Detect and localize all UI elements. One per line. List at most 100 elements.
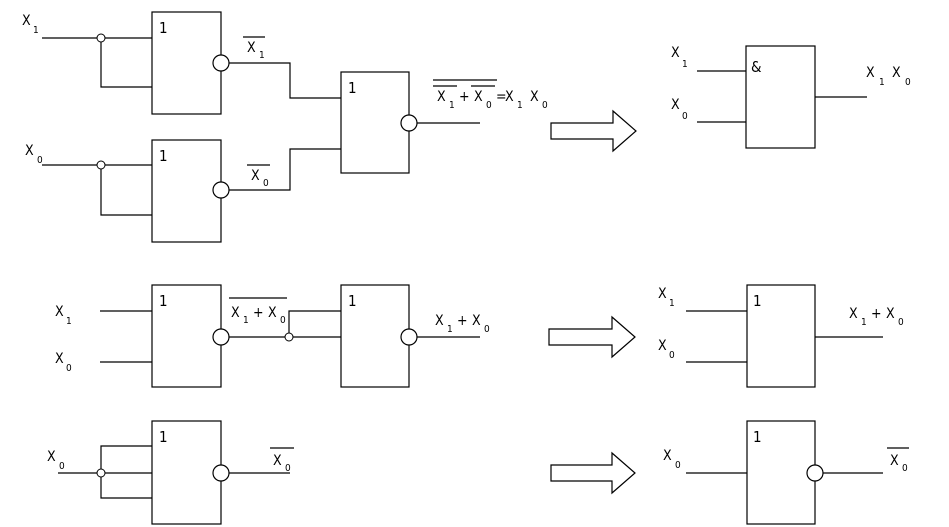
svg-text:X: X — [22, 13, 31, 29]
nor-gate-3: 1 — [340, 71, 418, 174]
equivalence-arrow-1 — [550, 109, 637, 153]
inversion-bubble — [212, 328, 230, 346]
svg-text:+: + — [457, 313, 468, 329]
junction-nor-output — [284, 332, 294, 342]
label-not-x1: X 1 — [243, 36, 265, 61]
inversion-bubble — [400, 114, 418, 132]
svg-text:0: 0 — [280, 315, 286, 326]
svg-text:1: 1 — [753, 428, 762, 446]
input-label-x1: X 1 — [22, 13, 39, 36]
svg-text:X: X — [671, 45, 680, 61]
nor-gate-5: 1 — [340, 284, 418, 388]
svg-text:X: X — [658, 338, 667, 354]
inversion-bubble — [212, 181, 230, 199]
svg-text:X: X — [55, 351, 64, 367]
output-expression-and: X 1 + X 0 = X 1 X 0 — [433, 79, 548, 111]
svg-text:+: + — [253, 305, 264, 321]
svg-text:X: X — [886, 306, 895, 322]
nor-gate-1: 1 — [151, 11, 230, 115]
section-or-right: X 1 X 0 1 X 1 + X 0 — [658, 284, 904, 388]
svg-text:1: 1 — [517, 100, 523, 111]
section-or-left: X 1 X 0 1 X 1 + X 0 1 X — [55, 284, 490, 388]
section-not-left: X 0 1 X 0 — [47, 420, 294, 525]
svg-text:X: X — [251, 168, 260, 184]
svg-text:1: 1 — [159, 292, 168, 310]
svg-text:0: 0 — [682, 111, 688, 122]
svg-text:X: X — [472, 313, 481, 329]
svg-text:1: 1 — [861, 317, 867, 328]
svg-text:X: X — [273, 453, 282, 469]
svg-text:1: 1 — [447, 324, 453, 335]
svg-text:1: 1 — [33, 25, 39, 36]
wire-x1 — [42, 37, 152, 88]
svg-text:0: 0 — [484, 324, 490, 335]
svg-text:1: 1 — [669, 298, 675, 309]
input-label-x0: X 0 — [55, 351, 72, 374]
junction-not-input — [96, 468, 106, 478]
svg-text:X: X — [890, 453, 899, 469]
input-label-x1: X 1 — [55, 304, 72, 327]
not-gate: 1 — [746, 420, 824, 525]
inversion-bubble — [400, 328, 418, 346]
section-not-right: X 0 1 X 0 — [663, 420, 909, 525]
svg-text:0: 0 — [905, 77, 911, 88]
svg-text:0: 0 — [66, 363, 72, 374]
and-gate: & — [745, 45, 816, 149]
nor-gate-6: 1 — [151, 420, 230, 525]
equivalence-arrow-2 — [548, 315, 636, 359]
label-not-x0: X 0 — [247, 164, 270, 189]
svg-text:X: X — [474, 89, 483, 105]
output-label-or: X 1 + X 0 — [435, 313, 490, 335]
svg-text:0: 0 — [675, 460, 681, 471]
svg-text:1: 1 — [259, 50, 265, 61]
input-label-x0: X 0 — [671, 97, 688, 122]
svg-text:X: X — [231, 305, 240, 321]
section-and-left: X 1 X 0 1 1 X 1 — [22, 11, 548, 243]
output-label-not: X 0 — [270, 447, 294, 474]
wire-or-gate-inputs — [686, 310, 747, 363]
svg-text:1: 1 — [682, 59, 688, 70]
nor-gate-4: 1 — [151, 284, 230, 388]
svg-text:X: X — [505, 89, 514, 105]
equivalence-arrow-3 — [550, 451, 636, 495]
or-gate: 1 — [746, 284, 816, 388]
nor-gate-2: 1 — [151, 139, 230, 243]
svg-text:X: X — [247, 40, 256, 56]
svg-text:1: 1 — [753, 292, 762, 310]
svg-text:=: = — [496, 89, 507, 105]
svg-text:+: + — [871, 306, 882, 322]
svg-text:0: 0 — [669, 350, 675, 361]
output-label-not-right: X 0 — [887, 447, 909, 474]
svg-text:1: 1 — [879, 77, 885, 88]
svg-text:1: 1 — [243, 315, 249, 326]
svg-text:&: & — [751, 58, 762, 76]
inversion-bubble — [806, 464, 824, 482]
svg-text:0: 0 — [898, 317, 904, 328]
svg-text:0: 0 — [263, 178, 269, 189]
svg-text:1: 1 — [66, 316, 72, 327]
svg-text:X: X — [47, 449, 56, 465]
input-label-x1: X 1 — [658, 286, 675, 309]
svg-text:0: 0 — [285, 463, 291, 474]
section-and-right: X 1 X 0 & X 1 X 0 — [671, 45, 911, 149]
input-label-x0: X 0 — [663, 448, 681, 471]
svg-text:+: + — [459, 89, 470, 105]
svg-text:X: X — [268, 305, 277, 321]
svg-text:X: X — [866, 65, 875, 81]
svg-text:0: 0 — [902, 463, 908, 474]
svg-text:0: 0 — [59, 461, 65, 472]
svg-text:X: X — [55, 304, 64, 320]
svg-text:X: X — [849, 306, 858, 322]
svg-text:X: X — [530, 89, 539, 105]
svg-text:1: 1 — [159, 147, 168, 165]
input-label-x0: X 0 — [47, 449, 65, 472]
input-label-x1: X 1 — [671, 45, 688, 70]
wire-not-x0 — [229, 148, 341, 191]
svg-text:X: X — [658, 286, 667, 302]
svg-text:X: X — [437, 89, 446, 105]
svg-text:X: X — [663, 448, 672, 464]
svg-text:1: 1 — [159, 19, 168, 37]
svg-text:0: 0 — [37, 155, 43, 166]
svg-text:1: 1 — [159, 428, 168, 446]
